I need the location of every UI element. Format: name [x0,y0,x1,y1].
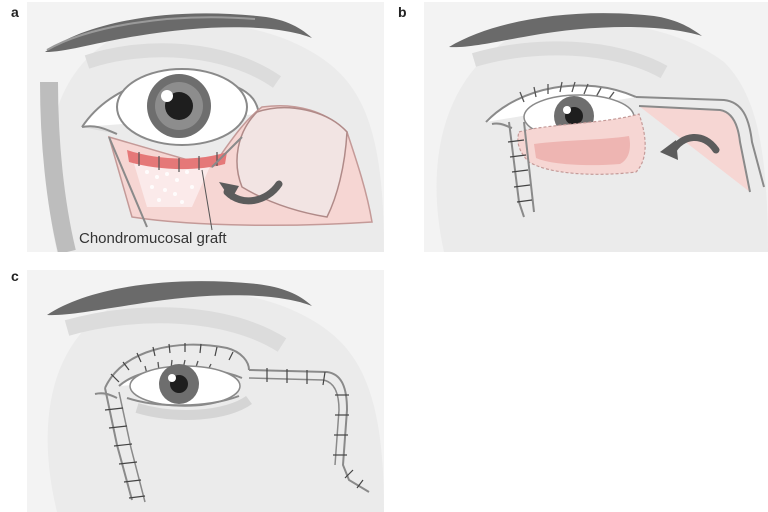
incision-line [211,136,243,168]
panel-letter-b: b [398,4,407,20]
flap-outer-edge [635,96,765,188]
graft-sutures [138,152,218,172]
medial-canthus [491,122,513,129]
graft-label: Chondromucosal graft [79,230,227,247]
rotation-arrow-head [660,140,678,160]
eyelashes [519,81,615,103]
panel-a-illustration: Chondromucosal graft [27,2,384,252]
lateral-suture-line [248,369,370,493]
chondromucosal-graft [127,150,227,170]
rotation-arrow-head [219,182,239,200]
upper-suture-line [104,343,250,389]
medial-suture-line-2 [118,391,146,503]
nose-bridge [40,81,76,252]
panel-letter-a: a [11,4,19,20]
lower-eyelid [126,395,240,407]
orbital-rim [471,41,668,79]
panel-c-illustration [27,270,384,512]
panel-letter-c: c [11,268,19,284]
pupil-highlight [168,374,176,382]
medial-canthus [81,125,118,135]
orbital-rim [64,307,287,352]
lower-lid-shadow [135,395,252,420]
flap-inner-edge [638,105,751,193]
suture-icon [266,368,364,489]
eyebrow [47,281,312,316]
graft-texture [145,170,194,204]
panel-a-svg [40,13,384,252]
suture-icon [104,407,146,499]
eyebrow [449,13,702,48]
orbital-rim [84,43,282,88]
suture-icon [507,139,533,203]
panel-c-svg [47,281,384,512]
pupil-highlight [563,106,571,114]
lateral-suture-line-2 [248,377,340,466]
graft-leader-line [201,169,213,231]
flap-inner [236,107,348,218]
panel-b-svg [436,13,768,252]
flap-mucosa [534,136,630,166]
eyebrow-hairline [46,16,256,51]
panel-b-illustration [424,2,768,252]
nasal-incision-2 [523,121,535,213]
pupil-highlight [161,90,173,102]
suture-icon [110,343,234,383]
eyebrow [45,13,312,52]
lid-defect [132,157,212,207]
flap-edge [108,136,148,228]
